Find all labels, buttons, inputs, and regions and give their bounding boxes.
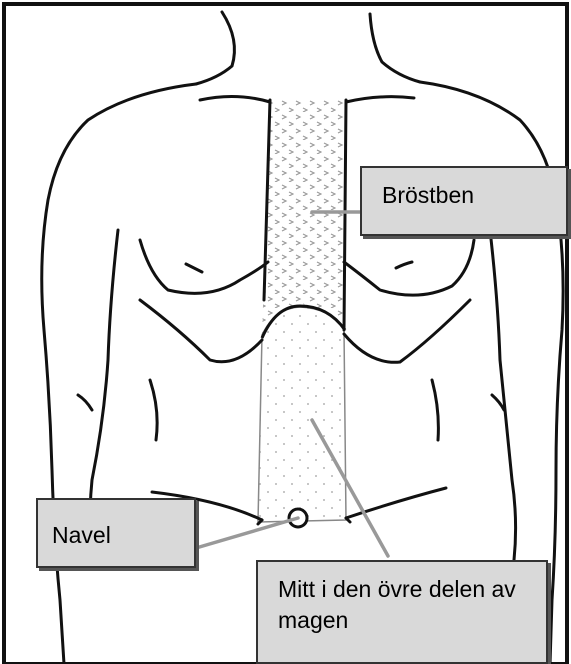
label-upper-abdomen-text: Mitt i den övre delen av magen: [278, 576, 516, 633]
sternum-region: [262, 100, 346, 335]
label-navel: Navel: [36, 498, 196, 568]
label-navel-text: Navel: [52, 522, 111, 548]
label-sternum: Bröstben: [360, 166, 568, 236]
upper-abdomen-region: [258, 307, 346, 522]
label-sternum-text: Bröstben: [382, 182, 474, 208]
label-upper-abdomen: Mitt i den övre delen av magen: [256, 560, 548, 664]
